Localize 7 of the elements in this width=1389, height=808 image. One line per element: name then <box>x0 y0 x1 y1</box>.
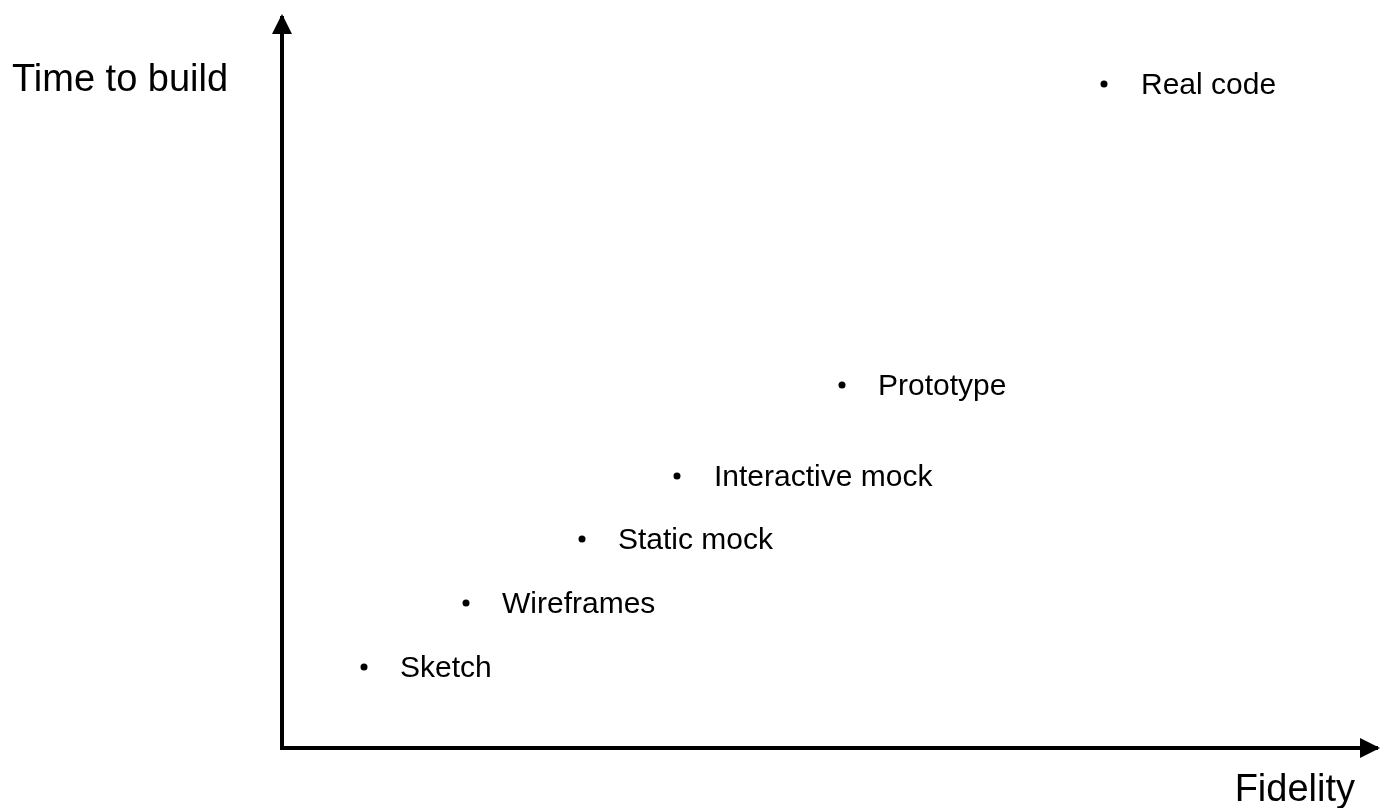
point-label: Prototype <box>878 370 1007 400</box>
point-label: Real code <box>1141 69 1277 99</box>
axis-title: Time to build <box>12 59 229 97</box>
point-label: Interactive mock <box>714 461 933 491</box>
point-label: Wireframes <box>502 588 656 618</box>
point-label: Sketch <box>400 652 492 682</box>
point-label: Static mock <box>618 524 774 554</box>
